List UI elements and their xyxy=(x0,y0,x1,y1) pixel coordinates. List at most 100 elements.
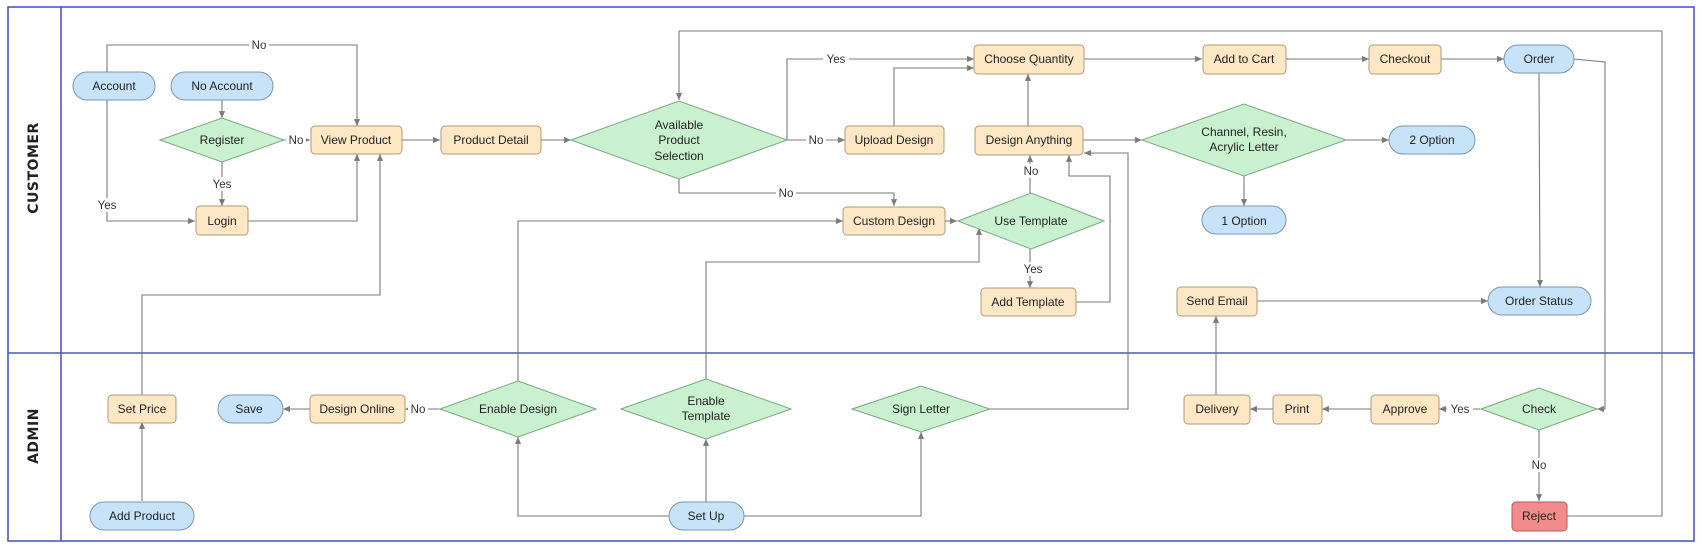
lane-label-customer: CUSTOMER xyxy=(26,122,42,213)
edge-order-to-check xyxy=(1573,58,1606,413)
svg-text:Yes: Yes xyxy=(1024,264,1043,276)
edge-selection-to-choose-quantity xyxy=(786,55,974,140)
svg-text:Product: Product xyxy=(658,133,700,147)
node-use-template[interactable]: Use Template xyxy=(956,192,1106,250)
node-choose-quantity[interactable]: Choose Quantity xyxy=(973,44,1085,75)
svg-text:Product Detail: Product Detail xyxy=(453,133,528,147)
node-print[interactable]: Print xyxy=(1272,394,1323,425)
edge-label-no-enable-design: No xyxy=(408,402,428,416)
node-view-product[interactable]: View Product xyxy=(310,125,403,155)
svg-text:Yes: Yes xyxy=(213,179,232,191)
svg-text:Add Template: Add Template xyxy=(991,295,1064,309)
node-check[interactable]: Check xyxy=(1479,387,1599,431)
edge-label-yes-check: Yes xyxy=(1447,402,1473,416)
edge-set-up-to-sign-letter xyxy=(744,432,925,517)
svg-text:Acrylic Letter: Acrylic Letter xyxy=(1209,140,1278,154)
svg-text:Channel, Resin,: Channel, Resin, xyxy=(1201,125,1286,139)
node-channel-resin-acrylic[interactable]: Channel, Resin, Acrylic Letter xyxy=(1140,103,1348,177)
node-approve[interactable]: Approve xyxy=(1370,394,1440,425)
edge-label-no-account-loop: No xyxy=(249,38,269,52)
node-reject[interactable]: Reject xyxy=(1511,501,1568,532)
node-login[interactable]: Login xyxy=(195,205,249,236)
edge-label-yes-selection: Yes xyxy=(823,52,849,66)
node-set-up[interactable]: Set Up xyxy=(668,501,745,531)
node-account[interactable]: Account xyxy=(72,71,156,101)
node-register[interactable]: Register xyxy=(158,117,286,163)
svg-text:No: No xyxy=(779,188,794,200)
svg-text:Delivery: Delivery xyxy=(1195,402,1238,416)
edge-label-no-register: No xyxy=(286,133,306,147)
svg-text:Add Product: Add Product xyxy=(109,509,176,523)
node-design-online[interactable]: Design Online xyxy=(309,394,406,424)
edge-enable-template-to-use-template xyxy=(705,228,983,379)
node-add-product[interactable]: Add Product xyxy=(89,501,195,531)
edge-upload-design-to-choose-quantity xyxy=(893,64,974,126)
node-1-option[interactable]: 1 Option xyxy=(1201,205,1287,235)
svg-text:Sign Letter: Sign Letter xyxy=(892,402,950,416)
node-product-detail[interactable]: Product Detail xyxy=(440,125,542,155)
node-delivery[interactable]: Delivery xyxy=(1183,394,1251,425)
svg-text:Use Template: Use Template xyxy=(994,214,1067,228)
node-set-price[interactable]: Set Price xyxy=(107,394,177,424)
edge-enable-design-to-custom-design xyxy=(517,217,843,381)
node-no-account[interactable]: No Account xyxy=(170,71,274,101)
svg-text:Set Price: Set Price xyxy=(118,402,167,416)
svg-text:Template: Template xyxy=(682,409,731,423)
svg-text:Yes: Yes xyxy=(98,200,117,212)
edge-order-to-order-status xyxy=(1536,72,1544,288)
svg-text:No: No xyxy=(252,40,267,52)
svg-text:Set Up: Set Up xyxy=(688,509,725,523)
node-sign-letter[interactable]: Sign Letter xyxy=(850,385,992,433)
node-2-option[interactable]: 2 Option xyxy=(1388,125,1476,155)
edge-label-yes-use-template: Yes xyxy=(1020,262,1046,276)
svg-text:Upload Design: Upload Design xyxy=(855,133,934,147)
edge-label-no-use-template: No xyxy=(1021,164,1041,178)
svg-text:Yes: Yes xyxy=(1451,404,1470,416)
svg-text:Account: Account xyxy=(92,79,136,93)
svg-text:Check: Check xyxy=(1522,402,1557,416)
svg-text:Enable Design: Enable Design xyxy=(479,402,557,416)
node-save[interactable]: Save xyxy=(217,394,284,424)
edge-set-price-to-view-product xyxy=(141,154,384,395)
edge-reject-to-selection xyxy=(675,30,1663,517)
node-design-anything[interactable]: Design Anything xyxy=(974,125,1084,156)
nodes: Account No Account Order 2 Option 1 Opti… xyxy=(72,44,1599,532)
svg-text:Send Email: Send Email xyxy=(1186,294,1247,308)
svg-text:Checkout: Checkout xyxy=(1380,52,1431,66)
svg-text:Print: Print xyxy=(1285,402,1310,416)
svg-text:Design Online: Design Online xyxy=(319,402,395,416)
node-add-template[interactable]: Add Template xyxy=(980,287,1077,317)
svg-text:Choose Quantity: Choose Quantity xyxy=(984,52,1073,66)
svg-text:Yes: Yes xyxy=(827,54,846,66)
node-add-to-cart[interactable]: Add to Cart xyxy=(1202,44,1287,75)
svg-text:Reject: Reject xyxy=(1522,509,1557,523)
node-custom-design[interactable]: Custom Design xyxy=(842,206,946,236)
node-send-email[interactable]: Send Email xyxy=(1176,286,1258,317)
svg-text:Register: Register xyxy=(200,133,245,147)
node-upload-design[interactable]: Upload Design xyxy=(844,125,945,155)
svg-text:2 Option: 2 Option xyxy=(1409,133,1454,147)
svg-text:View Product: View Product xyxy=(321,133,392,147)
node-enable-template[interactable]: Enable Template xyxy=(619,378,793,440)
edge-account-to-login xyxy=(106,100,195,225)
lane-label-admin: ADMIN xyxy=(26,408,42,464)
svg-text:Selection: Selection xyxy=(654,149,703,163)
connectors xyxy=(106,30,1663,517)
svg-text:Design Anything: Design Anything xyxy=(986,133,1073,147)
edge-label-no-selection-upload: No xyxy=(806,133,826,147)
edge-login-to-view-product xyxy=(248,154,361,222)
node-order[interactable]: Order xyxy=(1503,44,1575,74)
node-order-status[interactable]: Order Status xyxy=(1487,286,1592,316)
edge-label-yes-register: Yes xyxy=(209,177,235,191)
svg-text:No: No xyxy=(1532,460,1547,472)
edge-label-yes-account-login: Yes xyxy=(94,198,120,212)
edge-add-template-to-design-anything xyxy=(1065,155,1111,303)
svg-text:1 Option: 1 Option xyxy=(1221,214,1266,228)
edge-labels: No Yes No Yes Yes No No No xyxy=(94,38,1549,472)
svg-text:Available: Available xyxy=(655,118,704,132)
svg-text:No: No xyxy=(289,135,304,147)
node-enable-design[interactable]: Enable Design xyxy=(438,380,598,438)
node-checkout[interactable]: Checkout xyxy=(1368,44,1442,75)
node-available-product-selection[interactable]: Available Product Selection xyxy=(569,100,789,180)
